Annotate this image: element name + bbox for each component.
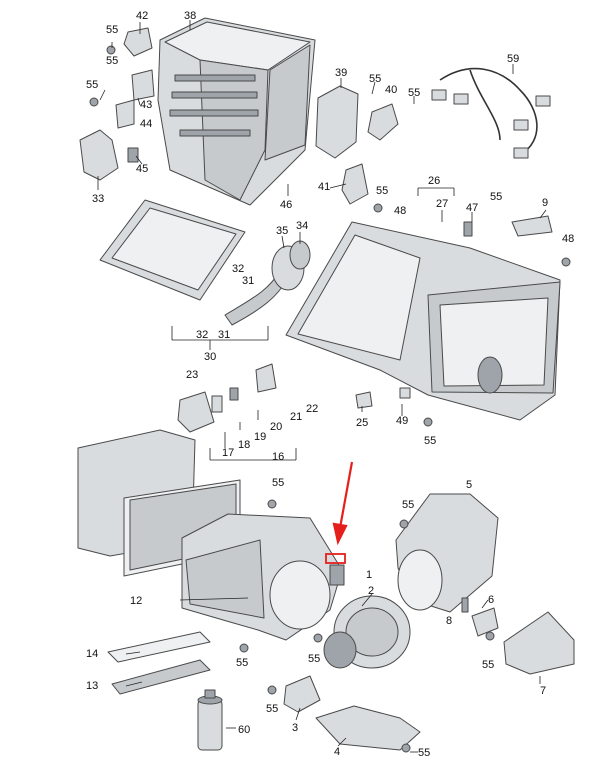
callout-16: 16 [272,451,284,463]
callout-55: 55 [308,653,320,665]
callout-39: 39 [335,67,347,79]
callout-31: 31 [242,275,254,287]
part-25-sensor[interactable] [355,391,373,409]
callout-60: 60 [238,724,250,736]
callout-55: 55 [402,499,414,511]
callout-49: 49 [396,415,408,427]
leader-lines [97,20,547,753]
callout-55: 55 [272,477,284,489]
part-23-servo[interactable] [177,391,215,433]
part-16-actuator-group[interactable] [211,363,277,413]
callout-18: 18 [238,439,250,451]
part-4-cover[interactable] [315,705,421,751]
callout-43: 43 [140,99,152,111]
callout-55: 55 [408,87,420,99]
part-44-servo[interactable] [115,99,135,129]
part-5-blower-housing[interactable] [395,493,499,613]
callout-45: 45 [136,163,148,175]
callout-2: 2 [368,585,374,597]
part-48-screw[interactable] [373,203,571,267]
part-47-fastener[interactable] [463,221,473,237]
part-41-servo-motor[interactable] [341,163,369,205]
callout-30: 30 [204,351,216,363]
part-38-housing-top[interactable] [157,17,316,206]
callout-14: 14 [86,648,98,660]
callout-38: 38 [184,10,196,22]
callout-4: 4 [334,746,340,758]
callout-13: 13 [86,680,98,692]
part-26-air-distribution-housing[interactable] [285,221,561,421]
callout-32: 32 [232,263,244,275]
part-43-servo[interactable] [131,69,155,101]
callout-35: 35 [276,225,288,237]
red-arrow [332,461,354,546]
screws-top-left [89,45,116,107]
callout-20: 20 [270,421,282,433]
part-3-servo[interactable] [283,675,321,713]
callout-3: 3 [292,722,298,734]
callout-40: 40 [385,84,397,96]
callout-17: 17 [222,447,234,459]
part-2-blower-motor[interactable] [323,595,411,669]
callout-55: 55 [424,435,436,447]
callout-55: 55 [266,703,278,715]
part-40-servo-motor[interactable] [367,103,399,141]
callout-21: 21 [290,411,302,423]
callout-33: 33 [92,193,104,205]
callout-8: 8 [446,615,452,627]
callout-48: 48 [394,205,406,217]
callout-55: 55 [369,73,381,85]
callout-26: 26 [428,175,440,187]
part-6-8-resistor[interactable] [461,597,499,637]
callout-47: 47 [466,202,478,214]
part-45-sensor[interactable] [127,147,139,163]
screws-lower [239,417,495,753]
callout-32: 32 [196,329,208,341]
callout-44: 44 [140,118,152,130]
callout-55: 55 [106,24,118,36]
part-heat-exchanger[interactable] [99,199,246,301]
part-9-bracket[interactable] [511,215,553,237]
callout-22: 22 [306,403,318,415]
callout-55: 55 [86,79,98,91]
part-42-servo[interactable] [123,27,153,57]
callout-41: 41 [318,181,330,193]
callout-labels: 42 55 55 38 55 43 44 33 45 39 55 40 55 5… [86,10,574,759]
callout-12: 12 [130,595,142,607]
callout-55: 55 [482,659,494,671]
part-60-spray-can[interactable] [197,689,223,751]
callout-42: 42 [136,10,148,22]
callout-6: 6 [488,594,494,606]
callout-31: 31 [218,329,230,341]
part-12-evaporator-and-filter[interactable] [77,429,241,577]
part-39-servo-motor[interactable] [315,85,359,159]
callout-9: 9 [542,197,548,209]
part-1-air-conditioning-housing[interactable] [181,513,343,641]
callout-34: 34 [296,220,308,232]
part-33-cover[interactable] [79,129,119,181]
callout-1: 1 [366,569,372,581]
part-7-cover[interactable] [503,611,575,675]
callout-55: 55 [236,657,248,669]
callout-19: 19 [254,431,266,443]
part-30-pipes[interactable] [224,240,311,326]
callout-55: 55 [106,55,118,67]
callout-55: 55 [418,747,430,759]
callout-55: 55 [376,185,388,197]
callout-59: 59 [507,53,519,65]
part-49-bracket[interactable] [399,387,411,399]
callout-25: 25 [356,417,368,429]
callout-27: 27 [436,198,448,210]
callout-46: 46 [280,199,292,211]
callout-48: 48 [562,233,574,245]
part-13-seal[interactable] [111,659,211,695]
callout-55: 55 [490,191,502,203]
callout-7: 7 [540,685,546,697]
part-59-wiring-harness[interactable] [431,67,551,159]
part-14-seal[interactable] [107,631,211,663]
callout-23: 23 [186,369,198,381]
highlighted-part[interactable] [325,553,346,586]
callout-5: 5 [466,479,472,491]
